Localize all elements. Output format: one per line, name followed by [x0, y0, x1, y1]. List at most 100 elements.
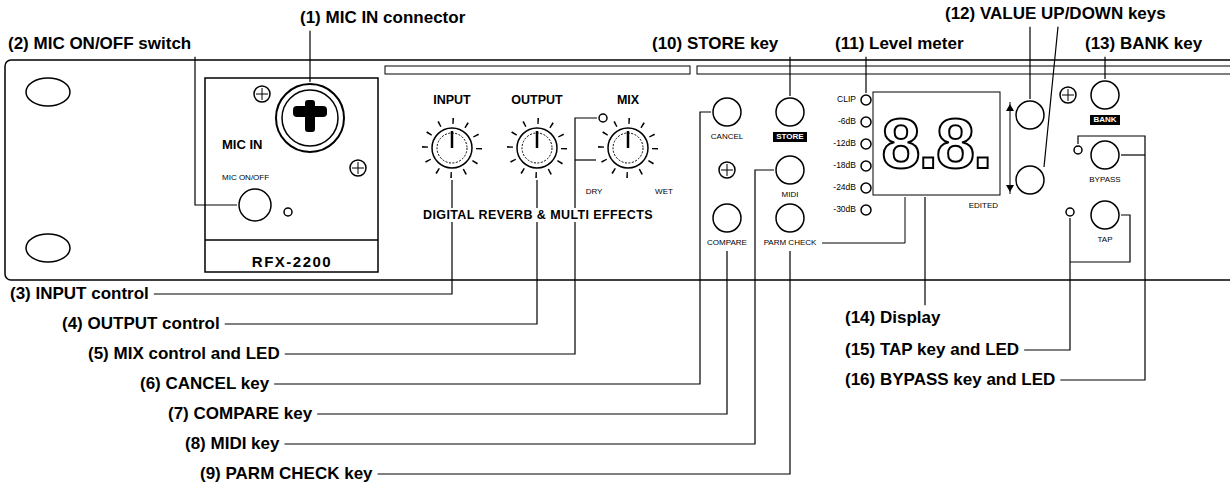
knob-label: WET [655, 187, 673, 196]
leader-line [309, 31, 310, 82]
mic-section-divider [205, 239, 378, 241]
value-key-bar [1010, 102, 1011, 194]
callout-label: (7) COMPARE key [168, 404, 312, 424]
meter-label: -12dB [833, 139, 856, 149]
rack-ear-hole [26, 78, 70, 106]
screw [1060, 87, 1076, 103]
model-name: RFX-2200 [252, 253, 332, 270]
leader-line [1044, 27, 1058, 167]
leader-line [378, 251, 790, 474]
combo-jack [282, 90, 338, 146]
mic-switch [239, 189, 271, 221]
key-label: MIDI [782, 190, 799, 199]
knob [608, 128, 648, 168]
leader-line [1104, 57, 1105, 79]
mix-led [599, 114, 607, 122]
knob-label: DRY [586, 187, 603, 196]
panel-line [905, 197, 906, 243]
down-triangle [1006, 185, 1014, 192]
key-label: CANCEL [711, 132, 743, 141]
meter-led [861, 139, 871, 149]
panel-line [822, 243, 905, 244]
panel-label: MIC IN [222, 138, 262, 153]
callout-label: (3) INPUT control [10, 284, 149, 304]
leader-line [1070, 215, 1130, 262]
panel-groove [697, 66, 1230, 74]
meter-label: -24dB [833, 183, 856, 193]
panel-groove [385, 66, 690, 74]
bypass-led [1074, 146, 1082, 154]
leader-line [274, 112, 711, 384]
meter-label: -30dB [833, 205, 856, 215]
mic-led [284, 208, 292, 216]
screw-cross [1062, 89, 1074, 101]
leader-line [924, 197, 925, 305]
tap-led [1066, 208, 1074, 216]
leader-line [1029, 27, 1030, 99]
key-label: TAP [1098, 235, 1113, 244]
meter-led [861, 161, 871, 171]
meter-label: -6dB [838, 117, 856, 127]
midi-key [776, 156, 804, 184]
bank-key [1091, 81, 1119, 109]
callout-label: (12) VALUE UP/DOWN keys [945, 4, 1166, 24]
callout-label: (13) BANK key [1085, 34, 1202, 54]
knob-pointer [536, 131, 539, 148]
callout-label: (14) Display [845, 308, 940, 328]
bypass-key [1091, 141, 1119, 169]
screw [719, 162, 735, 178]
store-key [776, 98, 804, 126]
callout-label: (8) MIDI key [185, 434, 279, 454]
knob-pointer [627, 131, 630, 148]
leader-line [1024, 218, 1070, 350]
combo-jack-ring [276, 84, 344, 152]
panel-label: MIC ON/OFF [222, 173, 269, 182]
meter-led [861, 183, 871, 193]
combo-jack-slot [293, 106, 327, 117]
key-label: BYPASS [1089, 175, 1120, 184]
meter-led [861, 95, 871, 105]
mic-section [205, 78, 378, 272]
key-label: STORE [773, 132, 806, 141]
leader-line [575, 159, 596, 160]
meter-label: -18dB [833, 161, 856, 171]
callout-label: (16) BYPASS key and LED [845, 370, 1055, 390]
callout-label: (2) MIC ON/OFF switch [8, 34, 191, 54]
rack-ear-hole [26, 234, 70, 262]
screw-cross [352, 162, 364, 174]
callout-label: (1) MIC IN connector [300, 8, 465, 28]
display-digits: 8.8. [882, 109, 991, 179]
leader-line [195, 57, 237, 205]
value-up-key [1016, 101, 1044, 129]
panel-title: DIGITAL REVERB & MULTI EFFECTS [421, 208, 655, 222]
tap-key [1091, 201, 1119, 229]
knob [517, 128, 557, 168]
screw-cross [256, 88, 268, 100]
callout-label: (6) CANCEL key [140, 374, 269, 394]
key-label: PARM CHECK [764, 238, 817, 247]
meter-label: CLIP [837, 95, 856, 105]
leader-line [1121, 154, 1145, 155]
leader-line [865, 57, 866, 93]
leader-line [789, 57, 790, 96]
callout-label: (10) STORE key [652, 34, 778, 54]
leader-line [1060, 136, 1145, 380]
key-label: BANK [1090, 115, 1119, 124]
leader-line [225, 180, 537, 324]
callout-label: (11) Level meter [835, 34, 964, 54]
knob-scale [425, 121, 479, 175]
knob [432, 128, 472, 168]
knob-pointer [451, 131, 454, 148]
cancel-key [713, 98, 741, 126]
leader-line [284, 170, 774, 444]
screw [254, 86, 270, 102]
knob-label: MIX [617, 93, 639, 107]
knob-label: OUTPUT [511, 93, 562, 107]
leader-line [317, 251, 727, 414]
screw [350, 160, 366, 176]
value-down-key [1016, 166, 1044, 194]
knob-scale [601, 121, 655, 175]
display-label: EDITED [969, 201, 998, 210]
parm-check-key [776, 204, 804, 232]
